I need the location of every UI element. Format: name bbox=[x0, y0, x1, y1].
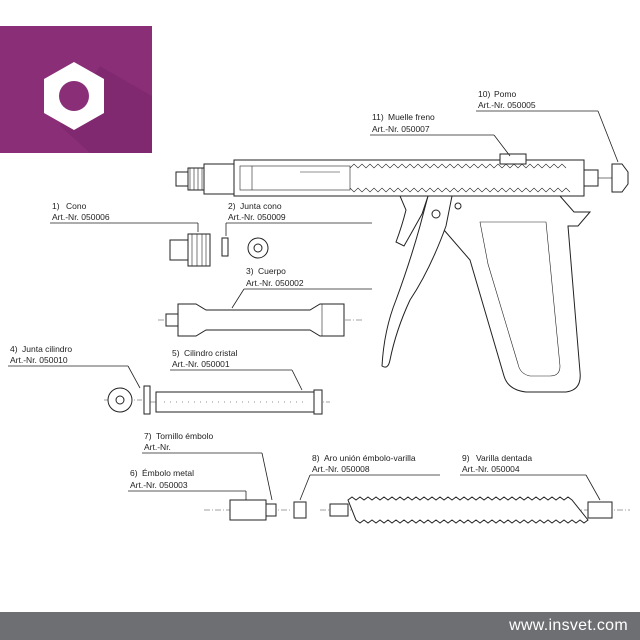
part-1-art: Art.-Nr. 050006 bbox=[52, 212, 110, 222]
hex-nut-icon bbox=[44, 62, 152, 153]
part-3-cuerpo: 3) Cuerpo Art.-Nr. 050002 bbox=[158, 266, 372, 337]
part-1-label: 1) bbox=[52, 201, 60, 211]
part-4-art: Art.-Nr. 050010 bbox=[10, 355, 68, 365]
part-8-aro-union: 8) Aro unión émbolo-varilla Art.-Nr. 050… bbox=[293, 453, 440, 519]
part-8-label: 8) bbox=[312, 453, 320, 463]
part-3-art: Art.-Nr. 050002 bbox=[246, 278, 304, 288]
part-11-muelle-freno: 11) Muelle freno Art.-Nr. 050007 bbox=[370, 112, 511, 157]
part-11-label: 11) bbox=[372, 112, 384, 122]
part-4-label: 4) bbox=[10, 344, 18, 354]
part-10-pomo: 10) Pomo Art.-Nr. 050005 bbox=[476, 89, 619, 163]
part-8-name: Aro unión émbolo-varilla bbox=[324, 453, 416, 463]
part-3-label: 3) bbox=[246, 266, 254, 276]
exploded-parts-diagram: 1) Cono Art.-Nr. 050006 2) Junta cono Ar… bbox=[8, 89, 630, 524]
syringe-gun-assembly bbox=[175, 153, 629, 393]
part-5-name: Cilindro cristal bbox=[184, 348, 237, 358]
part-10-name: Pomo bbox=[494, 89, 516, 99]
part-7-tornillo-embolo: 7) Tornillo émbolo Art.-Nr. bbox=[142, 431, 273, 501]
part-1-name: Cono bbox=[66, 201, 87, 211]
footer-bar: www.insvet.com bbox=[0, 612, 640, 640]
part-7-name: Tornillo émbolo bbox=[156, 431, 213, 441]
part-7-label: 7) bbox=[144, 431, 152, 441]
part-6-label: 6) bbox=[130, 468, 138, 478]
part-7-art: Art.-Nr. bbox=[144, 442, 171, 452]
part-1-cono: 1) Cono Art.-Nr. 050006 bbox=[50, 201, 211, 267]
brand-logo-badge bbox=[0, 26, 152, 153]
part-3-name: Cuerpo bbox=[258, 266, 286, 276]
part-5-cilindro-cristal: 5) Cilindro cristal Art.-Nr. 050001 bbox=[150, 348, 330, 415]
part-4-junta-cilindro: 4) Junta cilindro Art.-Nr. 050010 bbox=[8, 344, 151, 415]
part-9-varilla-dentada: 9) Varilla dentada Art.-Nr. 050004 bbox=[320, 453, 630, 524]
part-6-embolo-metal: 6) Émbolo metal Art.-Nr. 050003 bbox=[128, 468, 290, 521]
part-6-name: Émbolo metal bbox=[142, 468, 194, 478]
part-2-name: Junta cono bbox=[240, 201, 282, 211]
part-2-label: 2) bbox=[228, 201, 236, 211]
part-11-art: Art.-Nr. 050007 bbox=[372, 124, 430, 134]
part-5-label: 5) bbox=[172, 348, 180, 358]
part-6-art: Art.-Nr. 050003 bbox=[130, 480, 188, 490]
part-5-art: Art.-Nr. 050001 bbox=[172, 359, 230, 369]
part-9-name: Varilla dentada bbox=[476, 453, 532, 463]
part-2-junta-cono: 2) Junta cono Art.-Nr. 050009 bbox=[221, 201, 372, 259]
part-8-art: Art.-Nr. 050008 bbox=[312, 464, 370, 474]
part-11-name: Muelle freno bbox=[388, 112, 435, 122]
part-10-art: Art.-Nr. 050005 bbox=[478, 100, 536, 110]
footer-website-link[interactable]: www.insvet.com bbox=[509, 617, 628, 634]
part-4-name: Junta cilindro bbox=[22, 344, 72, 354]
part-9-label: 9) bbox=[462, 453, 470, 463]
part-10-label: 10) bbox=[478, 89, 490, 99]
part-2-art: Art.-Nr. 050009 bbox=[228, 212, 286, 222]
part-9-art: Art.-Nr. 050004 bbox=[462, 464, 520, 474]
